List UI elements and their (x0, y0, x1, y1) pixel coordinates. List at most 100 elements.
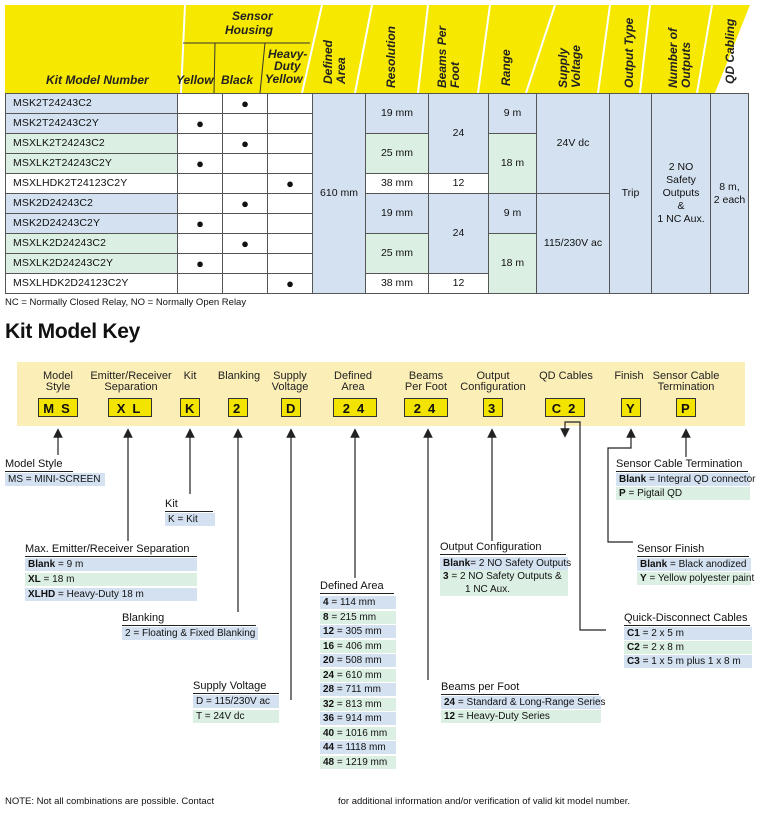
table-row: MSXLK2D24243C2Y ● (5, 253, 749, 274)
legend-title-defined-area: Defined Area (320, 580, 394, 594)
relay-note: NC = Normally Closed Relay, NO = Normall… (5, 297, 247, 308)
legend-title-finish: Sensor Finish (637, 543, 749, 557)
table-row: MSXLK2D24243C2 ● 25 mm 18 m (5, 233, 749, 294)
supply-cell: 24V dc (536, 93, 610, 194)
legend-row: Y = Yellow polyester paint (637, 572, 754, 585)
legend-title-kit: Kit (165, 498, 213, 512)
table-row: MSK2D24243C2 ● 19 mm 24 9 m 115/230V ac (5, 193, 749, 294)
legend-row: 28 = 711 mm (320, 683, 396, 696)
legend-title-supply-voltage: Supply Voltage (193, 680, 279, 694)
bottom-note-left: NOTE: Not all combinations are possible.… (5, 796, 215, 807)
output-type-cell: Trip (609, 93, 652, 294)
table-row: MSK2T24243C2 ● 610 mm 19 mm 24 9 m 24V d… (5, 93, 749, 294)
code-box-model-style: MS (38, 398, 78, 417)
beams-cell: 12 (428, 173, 489, 194)
defined-area-cell: 610 mm (312, 93, 366, 294)
legend-row: T = 24V dc (193, 710, 279, 723)
legend-title-model-style: Model Style (5, 458, 73, 472)
code-box-output-config: 3 (483, 398, 503, 417)
legend-row: 24 = 610 mm (320, 668, 396, 682)
code-box-qd: C2 (545, 398, 585, 417)
model-cell: MSK2D24243C2Y (5, 213, 178, 234)
code-box-beams: 24 (404, 398, 448, 417)
code-box-separation: XL (108, 398, 152, 417)
header-kit-model-number: Kit Model Number (46, 73, 149, 87)
legend-row: Blank= 2 NO Safety Outputs (440, 557, 571, 570)
header-yellow: Yellow (176, 73, 214, 87)
range-cell: 9 m (488, 193, 537, 234)
header-sensor: Sensor (232, 9, 273, 23)
resolution-cell: 25 mm (365, 133, 429, 174)
model-cell: MSK2T24243C2Y (5, 113, 178, 134)
legend-row: 40 = 1016 mm (320, 726, 396, 740)
legend-row: 2 = Floating & Fixed Blanking (122, 627, 258, 640)
legend-title-output-config: Output Configuration (440, 541, 566, 555)
beams-cell: 12 (428, 273, 489, 294)
code-box-kit: K (180, 398, 200, 417)
legend-row: MS = MINI-SCREEN (5, 473, 105, 486)
code-box-sensor-cable: P (676, 398, 696, 417)
yellow-dot: ● (177, 153, 223, 174)
hd-yellow-dot: ● (267, 273, 313, 294)
key-label-finish: Finish (614, 370, 644, 382)
header-heavy: Heavy- (268, 47, 308, 61)
hd-yellow-dot: ● (267, 173, 313, 194)
legend-title-separation: Max. Emitter/Receiver Separation (25, 543, 197, 557)
kit-model-table: MSK2T24243C2 ● 610 mm 19 mm 24 9 m 24V d… (5, 93, 749, 294)
legend-row: 12 = Heavy-Duty Series (441, 710, 601, 723)
legend-row: 3 = 2 NO Safety Outputs &1 NC Aux. (440, 570, 568, 596)
legend-row: 32 = 813 mm (320, 697, 396, 711)
model-cell: MSK2D24243C2 (5, 193, 178, 214)
legend-row: 36 = 914 mm (320, 712, 396, 725)
header-housing: Housing (225, 23, 273, 37)
table-row: MSXLHDK2D24123C2Y ● 38 mm 12 (5, 273, 749, 294)
key-label-blanking: Blanking (217, 370, 261, 382)
model-cell: MSXLHDK2D24123C2Y (5, 273, 178, 294)
resolution-cell: 19 mm (365, 93, 429, 134)
resolution-cell: 19 mm (365, 193, 429, 234)
legend-row: XLHD = Heavy-Duty 18 m (25, 588, 197, 601)
resolution-cell: 38 mm (365, 173, 429, 194)
legend-title-sensor-cable: Sensor Cable Termination (616, 458, 748, 472)
legend-row: 48 = 1219 mm (320, 755, 396, 769)
supply-cell: 115/230V ac (536, 193, 610, 294)
code-box-supply: D (281, 398, 301, 417)
legend-row: C3 = 1 x 5 m plus 1 x 8 m (624, 655, 752, 668)
code-box-blanking: 2 (228, 398, 248, 417)
table-row: MSK2T24243C2Y ● (5, 113, 749, 134)
legend-row: Blank = Black anodized (637, 558, 751, 571)
range-cell: 18 m (488, 233, 537, 294)
legend-row: C2 = 2 x 8 m (624, 641, 752, 654)
legend-row: 20 = 508 mm (320, 654, 396, 667)
table-row: MSXLK2T24243C2 ● 25 mm 18 m (5, 133, 749, 194)
legend-row: K = Kit (165, 513, 215, 526)
header-hd-yellow: Yellow (265, 72, 303, 86)
legend-row: 4 = 114 mm (320, 596, 396, 609)
legend-row: 8 = 215 mm (320, 610, 396, 624)
legend-row: 16 = 406 mm (320, 639, 396, 653)
code-box-finish: Y (621, 398, 641, 417)
header-black: Black (221, 73, 254, 87)
kit-model-key-title: Kit Model Key (5, 320, 140, 343)
legend-row: Blank = Integral QD connector (616, 473, 755, 486)
beams-cell: 24 (428, 93, 489, 174)
legend-row: 24 = Standard & Long-Range Series (441, 696, 606, 709)
black-dot: ● (222, 93, 268, 114)
resolution-cell: 38 mm (365, 273, 429, 294)
table-header-background (5, 4, 773, 94)
key-label-kit: Kit (183, 370, 197, 382)
legend-row: 44 = 1118 mm (320, 741, 396, 754)
table-row: MSXLHDK2T24123C2Y ● 38 mm 12 (5, 173, 749, 194)
code-box-defined-area: 24 (333, 398, 377, 417)
model-cell: MSXLK2D24243C2Y (5, 253, 178, 274)
range-cell: 9 m (488, 93, 537, 134)
legend-title-beams-per-foot: Beams per Foot (441, 681, 599, 695)
qd-cabling-cell: 8 m,2 each (710, 93, 749, 294)
